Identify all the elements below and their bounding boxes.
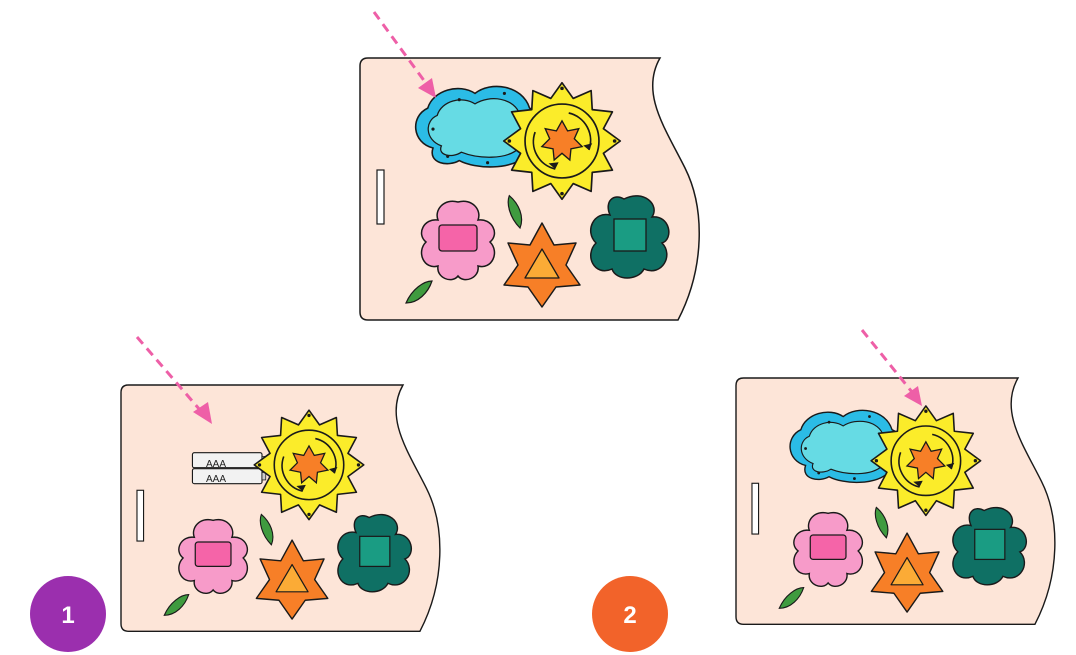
board-step-1 <box>121 385 440 631</box>
battery-pack-icon <box>191 452 267 485</box>
step-badge-1: 1 <box>30 576 106 652</box>
insert-arrow-top <box>372 11 436 98</box>
battery-label-1: AAA <box>206 459 226 470</box>
step-badge-1-label: 1 <box>61 602 74 629</box>
battery-label-2: AAA <box>206 474 226 485</box>
insert-arrow-step-2 <box>860 329 922 406</box>
step-badge-2: 2 <box>592 576 668 652</box>
board-step-2 <box>736 378 1055 624</box>
insert-arrow-step-1 <box>135 336 212 424</box>
step-badge-2-label: 2 <box>623 602 636 629</box>
board-closed <box>360 58 699 320</box>
